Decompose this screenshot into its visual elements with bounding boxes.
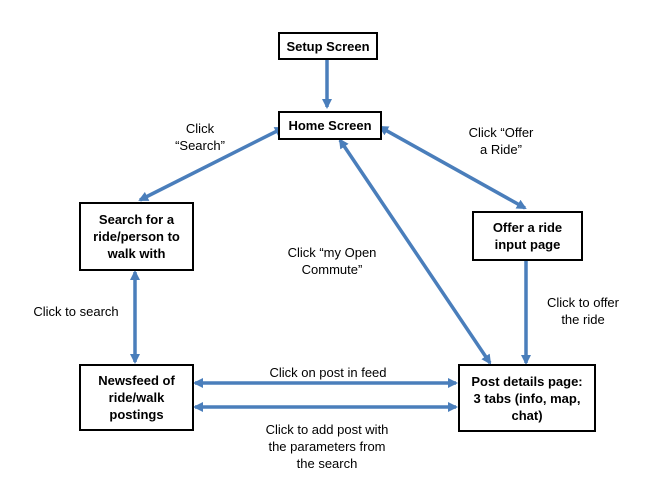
edge-label-click-offer-ride: Click “Offer a Ride” (468, 125, 534, 157)
node-home-screen: Home Screen (278, 111, 382, 140)
arrow-home-search (138, 126, 285, 202)
node-newsfeed: Newsfeed of ride/walk postings (79, 364, 194, 431)
edge-label-click-to-offer-ride: Click to offer the ride (546, 295, 619, 327)
edge-label-click-my-open-commute: Click “my Open Commute” (287, 245, 377, 277)
edge-label-click-to-search: Click to search (33, 304, 119, 319)
node-setup-screen: Setup Screen (278, 32, 378, 60)
edge-label-click-on-post-in-feed: Click on post in feed (269, 365, 387, 380)
node-post-details: Post details page: 3 tabs (info, map, ch… (458, 364, 596, 432)
edge-label-click-to-add-post: Click to add post with the parameters fr… (265, 422, 389, 471)
edge-label-click-search: Click “Search” (175, 121, 225, 153)
node-offer-ride-input: Offer a ride input page (472, 211, 583, 261)
node-search-ride: Search for a ride/person to walk with (79, 202, 194, 271)
arrow-home-post-details (338, 138, 492, 365)
